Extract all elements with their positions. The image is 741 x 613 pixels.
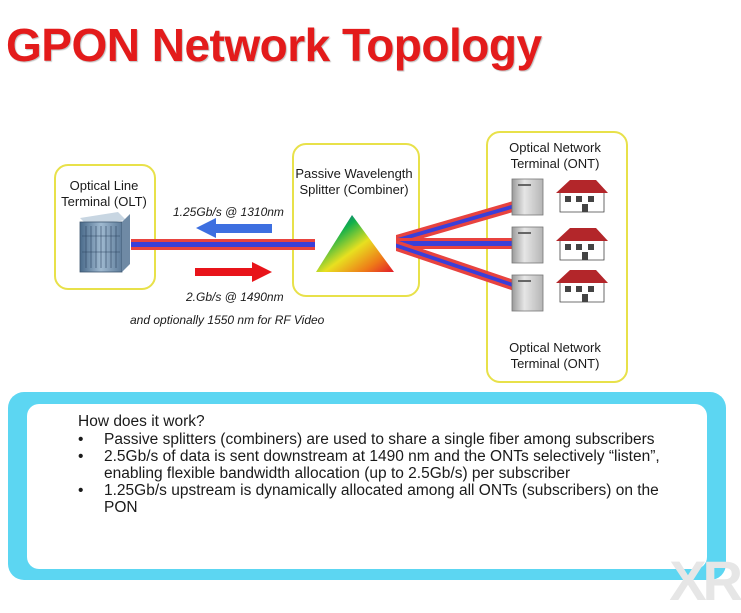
olt-label: Optical Line Terminal (OLT) [56, 178, 152, 210]
branch-fiber-top [396, 199, 520, 246]
watermark-logo: XR [669, 549, 741, 612]
ont-device-icon-middle [511, 226, 544, 264]
ont-frame [486, 131, 628, 383]
splitter-prism-icon [316, 215, 394, 272]
bullet-item: 2.5Gb/s of data is sent downstream at 14… [78, 448, 678, 482]
downstream-rate-label: 2.Gb/s @ 1490nm [186, 290, 284, 304]
page-title: GPON Network Topology [6, 19, 542, 71]
house-icon-bottom [556, 270, 608, 303]
olt-device-icon [79, 212, 130, 273]
ont-top-line1: Optical Network [509, 140, 601, 155]
topology-diagram [79, 178, 608, 312]
house-icon-top [556, 180, 608, 213]
upstream-arrow [196, 218, 272, 238]
explanation-bullets: Passive splitters (combiners) are used t… [78, 431, 678, 516]
splitter-label-line1: Passive Wavelength [295, 166, 413, 181]
bullet-item: Passive splitters (combiners) are used t… [78, 431, 678, 448]
optional-rf-label: and optionally 1550 nm for RF Video [130, 313, 325, 327]
splitter-label-line2: Splitter (Combiner) [299, 182, 409, 197]
explanation-heading: How does it work? [78, 413, 205, 430]
branch-fiber-middle [396, 238, 520, 249]
splitter-label: Passive Wavelength Splitter (Combiner) [290, 166, 418, 198]
bullet-item: 1.25Gb/s upstream is dynamically allocat… [78, 482, 678, 516]
ont-bottom-line2: Terminal (ONT) [510, 356, 600, 371]
olt-label-line1: Optical Line [69, 178, 139, 193]
branch-fiber-bottom [396, 240, 520, 293]
ont-label-bottom: Optical Network Terminal (ONT) [486, 340, 624, 372]
house-icon-middle [556, 228, 608, 261]
ont-bottom-line1: Optical Network [509, 340, 601, 355]
splitter-frame [292, 143, 420, 297]
ont-top-line2: Terminal (ONT) [510, 156, 600, 171]
ont-device-icon-top [511, 178, 544, 216]
olt-frame [54, 164, 156, 290]
ont-label-top: Optical Network Terminal (ONT) [486, 140, 624, 172]
olt-label-line2: Terminal (OLT) [61, 194, 147, 209]
upstream-rate-label: 1.25Gb/s @ 1310nm [173, 205, 284, 219]
main-fiber [131, 239, 315, 250]
downstream-arrow [195, 262, 272, 282]
ont-device-icon-bottom [511, 274, 544, 312]
